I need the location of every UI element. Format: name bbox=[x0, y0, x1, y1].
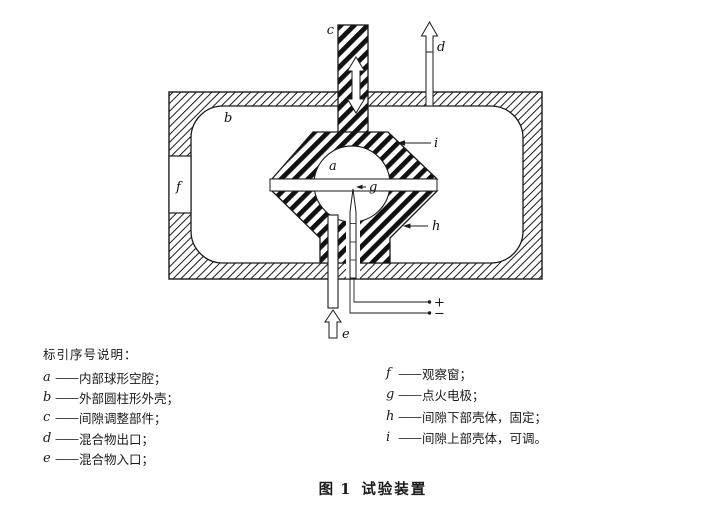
inlet-tube bbox=[327, 214, 339, 309]
legend-text: 间隙下部壳体，固定； bbox=[422, 409, 548, 425]
legend-dash: —— bbox=[398, 366, 422, 382]
legend-item-g: g——点火电极； bbox=[386, 384, 547, 405]
legend-dash: —— bbox=[398, 408, 422, 424]
legend-left-column: a——内部球形空腔； b——外部圆柱形外壳； c——间隙调整部件； d——混合物… bbox=[43, 367, 179, 468]
legend-item-h: h——间隙下部壳体，固定； bbox=[386, 406, 547, 427]
legend-dash: —— bbox=[55, 410, 79, 426]
label-a: a bbox=[329, 159, 337, 174]
leader-h-arrowhead bbox=[403, 223, 411, 229]
legend-key: f bbox=[386, 366, 391, 382]
legend-text: 点火电极； bbox=[422, 388, 485, 404]
legend-key: i bbox=[386, 430, 391, 446]
legend-item-b: b——外部圆柱形外壳； bbox=[43, 387, 179, 407]
minus-sign: − bbox=[434, 307, 445, 322]
legend-key: e bbox=[43, 450, 51, 466]
positive-terminal-dot bbox=[427, 300, 432, 304]
label-d: d bbox=[437, 40, 445, 55]
legend-dash: —— bbox=[55, 430, 79, 446]
legend-key: h bbox=[386, 408, 395, 424]
electrode-wire-negative bbox=[349, 278, 428, 314]
legend-item-a: a——内部球形空腔； bbox=[43, 367, 179, 387]
legend-text: 混合物出口； bbox=[79, 431, 155, 447]
legend-key: c bbox=[43, 410, 51, 426]
figure-caption: 图 1 试验装置 bbox=[0, 478, 706, 499]
apparatus-diagram: + − a b c d e f g h i bbox=[168, 20, 543, 342]
legend-dash: —— bbox=[55, 450, 79, 466]
legend-dash: —— bbox=[55, 369, 79, 385]
leader-g-arrowhead bbox=[356, 184, 363, 190]
legend-item-c: c——间隙调整部件； bbox=[43, 408, 179, 428]
leader-i-arrowhead bbox=[397, 140, 405, 146]
plus-sign: + bbox=[434, 296, 445, 311]
figure-title: 试验装置 bbox=[361, 481, 428, 498]
legend-dash: —— bbox=[398, 387, 422, 403]
legend-item-e: e——混合物入口； bbox=[43, 448, 179, 468]
outlet-tube bbox=[425, 51, 434, 107]
electrode-wire-positive bbox=[353, 278, 428, 303]
label-g: g bbox=[369, 180, 377, 195]
legend-right-column: f——观察窗； g——点火电极； h——间隙下部壳体，固定； i——间隙上部壳体… bbox=[386, 363, 547, 448]
negative-terminal-dot bbox=[427, 311, 432, 315]
legend-text: 间隙调整部件； bbox=[79, 411, 167, 427]
label-c: c bbox=[327, 23, 335, 38]
legend-key: g bbox=[386, 387, 395, 403]
legend-dash: —— bbox=[55, 389, 79, 405]
label-f: f bbox=[175, 180, 183, 195]
legend-item-i: i ——间隙上部壳体，可调。 bbox=[386, 427, 547, 448]
label-b: b bbox=[224, 111, 232, 126]
legend-key: d bbox=[43, 430, 52, 446]
label-i: i bbox=[434, 136, 438, 151]
adjustment-double-arrow-icon bbox=[346, 56, 366, 114]
legend-key: a bbox=[43, 369, 51, 385]
figure-number: 图 1 bbox=[318, 481, 352, 498]
legend-text: 间隙上部壳体，可调。 bbox=[422, 431, 548, 447]
label-h: h bbox=[432, 219, 440, 234]
legend-title: 标引序号说明： bbox=[43, 347, 138, 362]
legend-text: 观察窗； bbox=[422, 367, 473, 383]
legend-key: b bbox=[43, 389, 52, 405]
legend-text: 混合物入口； bbox=[79, 451, 155, 467]
inlet-flow-arrow-icon bbox=[324, 309, 342, 339]
legend-text: 外部圆柱形外壳； bbox=[79, 390, 180, 406]
observation-window bbox=[168, 155, 192, 214]
legend-text: 内部球形空腔； bbox=[79, 370, 167, 386]
legend-item-d: d——混合物出口； bbox=[43, 428, 179, 448]
outlet-flow-arrow-icon bbox=[420, 20, 439, 53]
legend-item-f: f ——观察窗； bbox=[386, 363, 547, 384]
legend-dash: —— bbox=[398, 430, 422, 446]
ignition-electrode bbox=[349, 188, 357, 279]
label-e: e bbox=[342, 327, 350, 342]
